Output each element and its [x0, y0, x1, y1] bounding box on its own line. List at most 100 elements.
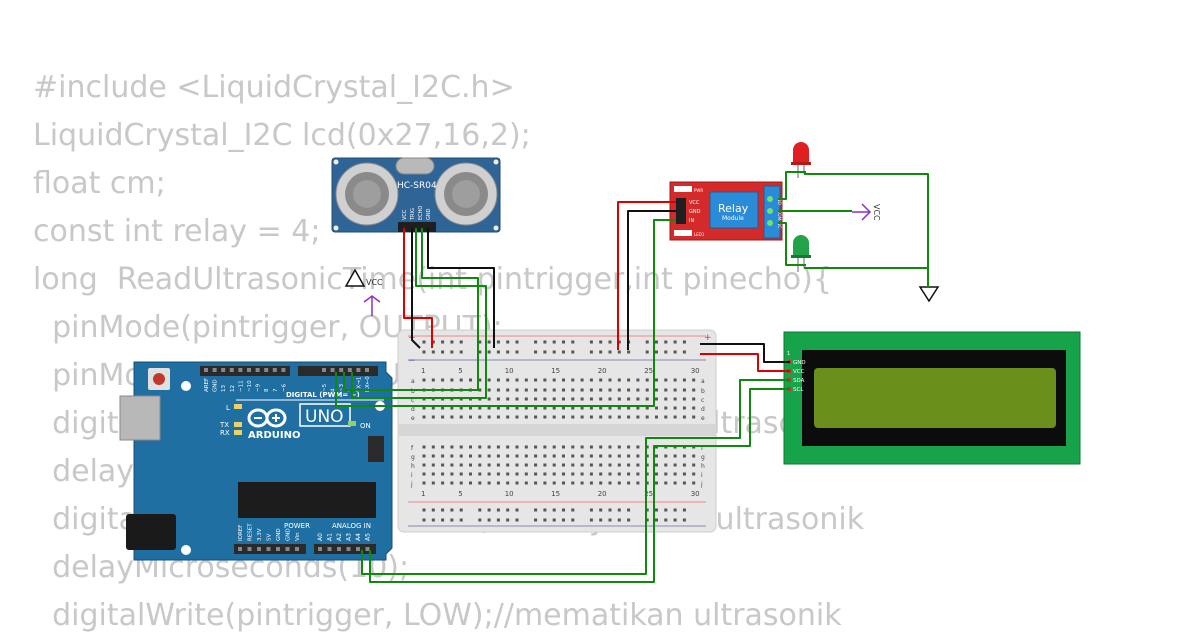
- led-on: [348, 421, 356, 426]
- rail-hole: [562, 350, 565, 354]
- column-number: 20: [598, 367, 607, 375]
- breadboard-hole: [571, 463, 575, 467]
- breadboard-hole: [478, 481, 482, 485]
- breadboard-hole: [645, 397, 649, 401]
- breadboard-holes: [422, 340, 696, 522]
- breadboard-hole: [515, 445, 519, 449]
- breadboard-hole: [589, 397, 593, 401]
- breadboard-hole: [431, 378, 435, 382]
- ground-symbol-sensor: [344, 268, 366, 287]
- power-pin-label: RESET: [248, 523, 254, 541]
- breadboard-hole: [431, 454, 435, 458]
- breadboard-hole: [515, 378, 519, 382]
- rail-hole: [496, 350, 500, 354]
- transducer-left-core: [353, 180, 381, 208]
- vcc-symbol-sensor: VCC: [363, 278, 383, 316]
- breadboard-hole: [617, 406, 621, 410]
- rail-hole: [441, 508, 445, 512]
- breadboard-hole: [645, 463, 649, 467]
- rail-hole: [543, 350, 547, 354]
- row-letter: j: [410, 481, 413, 488]
- breadboard-hole: [422, 481, 426, 485]
- breadboard-hole: [627, 445, 631, 449]
- breadboard-hole: [664, 378, 668, 382]
- breadboard-hole: [617, 454, 621, 458]
- wire-sensor-gnd-rail: [411, 228, 421, 349]
- rail-hole: [515, 350, 519, 354]
- breadboard-hole: [487, 406, 491, 410]
- digital-header-left: [200, 366, 290, 376]
- digital-pin-label: GND: [213, 379, 219, 392]
- breadboard-hole: [534, 445, 538, 449]
- rail-hole: [450, 350, 454, 354]
- breadboard-hole: [617, 472, 621, 476]
- lcd-pin-label: SCL: [793, 387, 804, 393]
- breadboard-hole: [664, 454, 668, 458]
- breadboard-hole: [487, 463, 491, 467]
- breadboard-hole: [608, 406, 612, 410]
- breadboard-hole: [478, 388, 482, 392]
- breadboard-hole: [515, 388, 519, 392]
- breadboard-hole: [682, 388, 686, 392]
- rail-hole: [534, 508, 538, 512]
- arduino-brand-label: ARDUINO: [248, 430, 300, 441]
- rail-hole: [655, 350, 658, 354]
- rail-hole: [682, 518, 686, 522]
- rail-hole: [617, 340, 621, 344]
- breadboard-hole: [552, 445, 556, 449]
- reset-button-cap[interactable]: [153, 373, 165, 385]
- led-label-l: L: [226, 404, 230, 412]
- power-pin-holes: [238, 547, 299, 551]
- breadboard-hole: [552, 378, 556, 382]
- breadboard-hole: [664, 406, 668, 410]
- on-label: ON: [360, 422, 371, 430]
- rail-hole: [589, 518, 593, 522]
- breadboard-hole: [682, 472, 686, 476]
- row-letter: g: [701, 454, 705, 461]
- column-number: 20: [598, 490, 607, 498]
- breadboard-hole: [469, 378, 472, 382]
- breadboard-hole: [543, 463, 547, 467]
- breadboard-hole: [562, 388, 565, 392]
- breadboard-hole: [459, 406, 463, 410]
- breadboard-hole: [515, 397, 519, 401]
- breadboard-hole: [636, 472, 640, 476]
- rail-hole: [673, 508, 677, 512]
- breadboard-hole: [450, 463, 454, 467]
- breadboard-hole: [459, 454, 463, 458]
- power-jack: [126, 514, 176, 550]
- breadboard-hole: [506, 445, 510, 449]
- code-line: float cm;: [33, 166, 166, 201]
- rail-hole: [673, 350, 677, 354]
- mount-hole-2: [181, 545, 191, 555]
- breadboard-hole: [580, 406, 584, 410]
- digital-pin-hole: [221, 368, 226, 372]
- breadboard-hole: [534, 378, 538, 382]
- breadboard-hole: [431, 445, 435, 449]
- rail-hole: [617, 508, 621, 512]
- breadboard-hole: [506, 472, 510, 476]
- led-label-tx: TX: [219, 421, 229, 429]
- rail-hole: [673, 518, 677, 522]
- breadboard-hole: [469, 445, 472, 449]
- sensor-pin-label: VCC: [402, 209, 408, 220]
- breadboard-hole: [617, 463, 621, 467]
- digital-pin-hole: [272, 368, 277, 372]
- lcd-pin-label: VCC: [793, 369, 805, 375]
- rail-hole: [645, 508, 649, 512]
- breadboard-hole: [469, 463, 472, 467]
- rail-hole: [571, 350, 575, 354]
- power-pin-hole: [247, 547, 252, 551]
- breadboard-hole: [636, 378, 640, 382]
- analog-header: [314, 544, 376, 554]
- rail-hole: [617, 518, 621, 522]
- rail-hole: [645, 340, 649, 344]
- rail-hole: [431, 518, 435, 522]
- breadboard-hole: [580, 472, 584, 476]
- breadboard-hole: [636, 406, 640, 410]
- code-line: digitalWrite(pintrigger, LOW);//mematika…: [33, 598, 842, 633]
- rail-hole: [552, 340, 556, 344]
